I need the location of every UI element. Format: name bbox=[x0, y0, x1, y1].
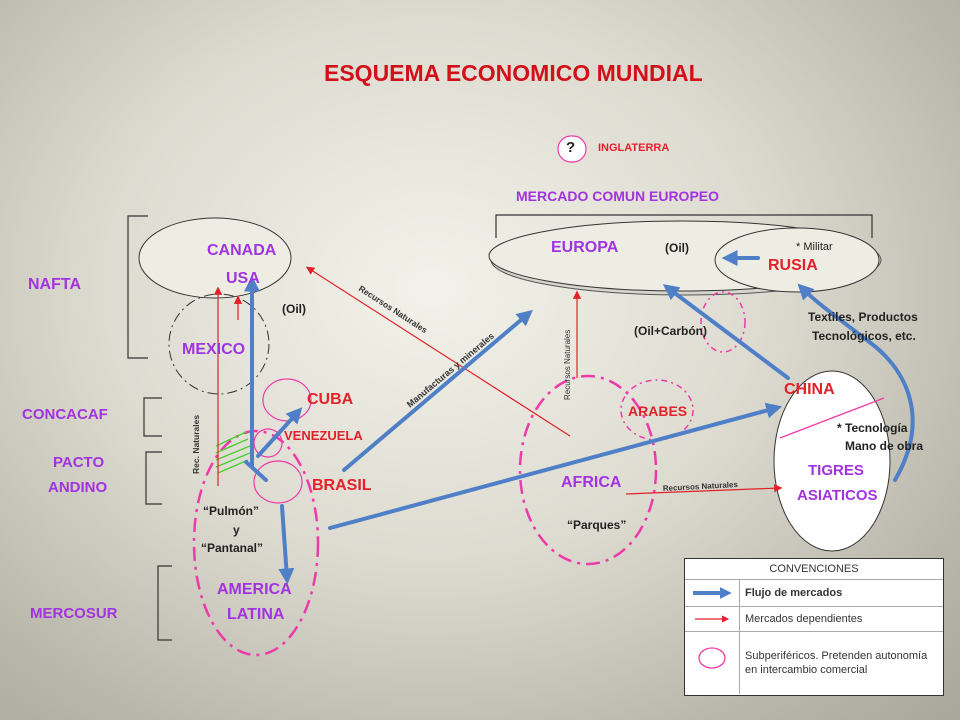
legend-subperipheral-text: Subperiféricos. Pretenden autonomía en i… bbox=[745, 650, 928, 676]
manoobra-label: Mano de obra bbox=[845, 439, 924, 453]
parques-label: “Parques” bbox=[567, 518, 627, 532]
oilcarbon-dashed-ellipse bbox=[700, 291, 746, 353]
europa-label: EUROPA bbox=[551, 239, 619, 256]
legend-row-dependent: Mercados dependientes bbox=[685, 607, 943, 632]
concacaf-label: CONCACAF bbox=[22, 406, 108, 423]
cuba-ellipse bbox=[262, 378, 312, 422]
green-hatch bbox=[215, 431, 251, 474]
recnat-africa-label: Recursos Naturales bbox=[663, 480, 739, 493]
china-tigres-ellipse bbox=[773, 370, 891, 552]
nafta-bracket bbox=[127, 215, 148, 359]
legend-flow-text: Flujo de mercados bbox=[745, 587, 843, 599]
america-latina-dashed-ellipse bbox=[192, 429, 320, 657]
tecnologia-label: * Tecnología bbox=[837, 421, 908, 435]
textiles-label-2: Tecnológicos, etc. bbox=[812, 329, 916, 343]
blue-arrow-latam-china bbox=[328, 402, 783, 530]
blue-arrow-brasil-al bbox=[278, 504, 295, 585]
asiaticos-label: ASIATICOS bbox=[797, 487, 878, 504]
oil-label-2: (Oil) bbox=[665, 241, 689, 255]
rusia-label: RUSIA bbox=[768, 257, 818, 274]
brasil-ellipse bbox=[253, 460, 303, 504]
recnat-vertical-label: Recursos Naturales bbox=[563, 330, 572, 400]
mce-label: MERCADO COMUN EUROPEO bbox=[516, 188, 720, 204]
africa-dashed-ellipse bbox=[518, 374, 658, 566]
red-arrow-recnat-africa bbox=[625, 484, 783, 495]
inglaterra-label: INGLATERRA bbox=[598, 142, 670, 154]
arabes-label: ARABES bbox=[628, 403, 688, 419]
red-arrow-icon bbox=[695, 615, 730, 623]
oilcarbon-label: (Oil+Carbón) bbox=[634, 324, 708, 338]
tigres-label: TIGRES bbox=[808, 462, 864, 479]
recnat-small-label: Rec. Naturales bbox=[191, 415, 201, 474]
pacto-label: PACTO bbox=[53, 454, 105, 471]
venezuela-label: VENEZUELA bbox=[284, 428, 363, 443]
blue-arrow-cuba bbox=[256, 407, 303, 458]
blue-arrow-icon bbox=[693, 587, 732, 599]
andino-label: ANDINO bbox=[48, 479, 108, 496]
pink-ellipse-icon bbox=[698, 647, 726, 669]
recnat-diagonal-label: Recursos Naturales bbox=[357, 283, 430, 335]
oil-label-1: (Oil) bbox=[282, 302, 306, 316]
brasil-label: BRASIL bbox=[312, 477, 372, 494]
pacto-andino-bracket bbox=[145, 451, 162, 505]
cuba-label: CUBA bbox=[307, 391, 354, 408]
mce-bracket bbox=[495, 214, 873, 238]
pulmon-label: “Pulmón” bbox=[203, 504, 259, 518]
red-arrow-recnat-diag bbox=[305, 266, 571, 437]
mercosur-label: MERCOSUR bbox=[30, 605, 118, 622]
textiles-label-1: Textiles, Productos bbox=[808, 310, 918, 324]
legend-header: CONVENCIONES bbox=[685, 559, 943, 580]
blue-arrow-brasil-pulmon bbox=[244, 460, 268, 482]
latina-label: LATINA bbox=[227, 606, 285, 623]
china-label: CHINA bbox=[784, 381, 835, 398]
diagram-title: ESQUEMA ECONOMICO MUNDIAL bbox=[324, 60, 703, 86]
legend-table: CONVENCIONES Flujo de mercados Mercados … bbox=[684, 558, 944, 696]
y-label: y bbox=[233, 523, 240, 537]
africa-label: AFRICA bbox=[561, 474, 622, 491]
nafta-label: NAFTA bbox=[28, 276, 82, 293]
blue-arrow-manufacturas bbox=[342, 309, 533, 472]
pantanal-label: “Pantanal” bbox=[201, 541, 264, 555]
mercosur-bracket bbox=[157, 565, 172, 641]
question-mark: ? bbox=[566, 139, 576, 156]
china-divider bbox=[779, 397, 885, 439]
manufacturas-label: Manufacturas y minerales bbox=[405, 331, 496, 410]
blue-arrow-china-europa bbox=[662, 284, 790, 380]
mexico-label: MEXICO bbox=[182, 341, 246, 358]
legend-row-subperipheral: Subperiféricos. Pretenden autonomía en i… bbox=[685, 632, 943, 694]
usa-label: USA bbox=[226, 270, 260, 287]
america-label: AMERICA bbox=[217, 581, 292, 598]
canada-label: CANADA bbox=[207, 242, 277, 259]
legend-row-flow: Flujo de mercados bbox=[685, 580, 943, 607]
blue-arrow-tigres-rusia bbox=[797, 283, 915, 482]
question-box bbox=[557, 135, 587, 163]
legend-dependent-text: Mercados dependientes bbox=[745, 613, 863, 625]
rusia-ellipse bbox=[714, 227, 880, 293]
militar-label: * Militar bbox=[796, 241, 833, 253]
concacaf-bracket bbox=[143, 397, 162, 437]
